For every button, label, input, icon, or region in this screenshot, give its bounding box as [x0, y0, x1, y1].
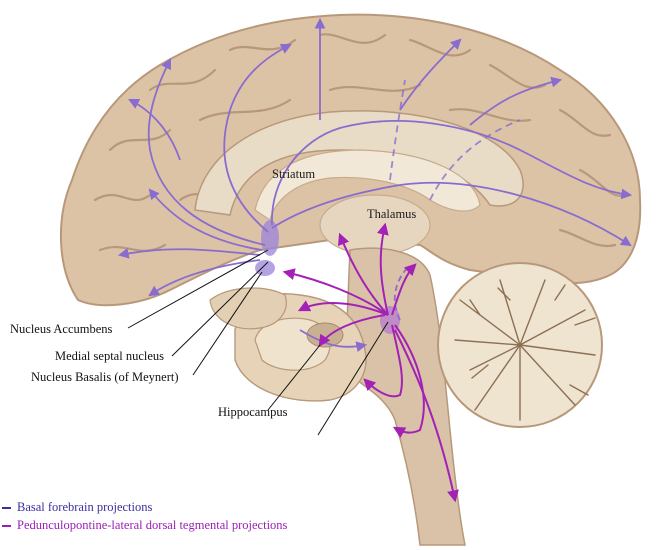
ppt-ldt-projections	[282, 222, 459, 503]
thalamus-region	[319, 194, 431, 256]
legend-ppt-ldt: Pedunculopontine-lateral dorsal tegmenta…	[0, 518, 287, 533]
brainstem	[344, 247, 466, 546]
legend-label-basal: Basal forebrain projections	[17, 500, 153, 514]
label-striatum: Striatum	[272, 167, 315, 181]
label-hippocampus: Hippocampus	[218, 405, 288, 419]
legend-basal-forebrain: Basal forebrain projections	[0, 500, 152, 515]
label-medial-septal: Medial septal nucleus	[55, 349, 164, 363]
basal-forebrain	[209, 287, 287, 330]
legend-swatch-basal	[2, 507, 11, 510]
striatum-region	[254, 149, 481, 221]
label-thalamus: Thalamus	[367, 207, 416, 221]
nucleus-basalis-marker	[255, 260, 275, 276]
label-nucleus-basalis: Nucleus Basalis (of Meynert)	[31, 370, 179, 384]
cerebellum	[437, 262, 603, 428]
leader-lines	[127, 249, 389, 436]
legend-swatch-ppt	[2, 525, 11, 528]
legend-label-ppt: Pedunculopontine-lateral dorsal tegmenta…	[17, 518, 288, 532]
label-nucleus-accumbens: Nucleus Accumbens	[10, 322, 113, 336]
